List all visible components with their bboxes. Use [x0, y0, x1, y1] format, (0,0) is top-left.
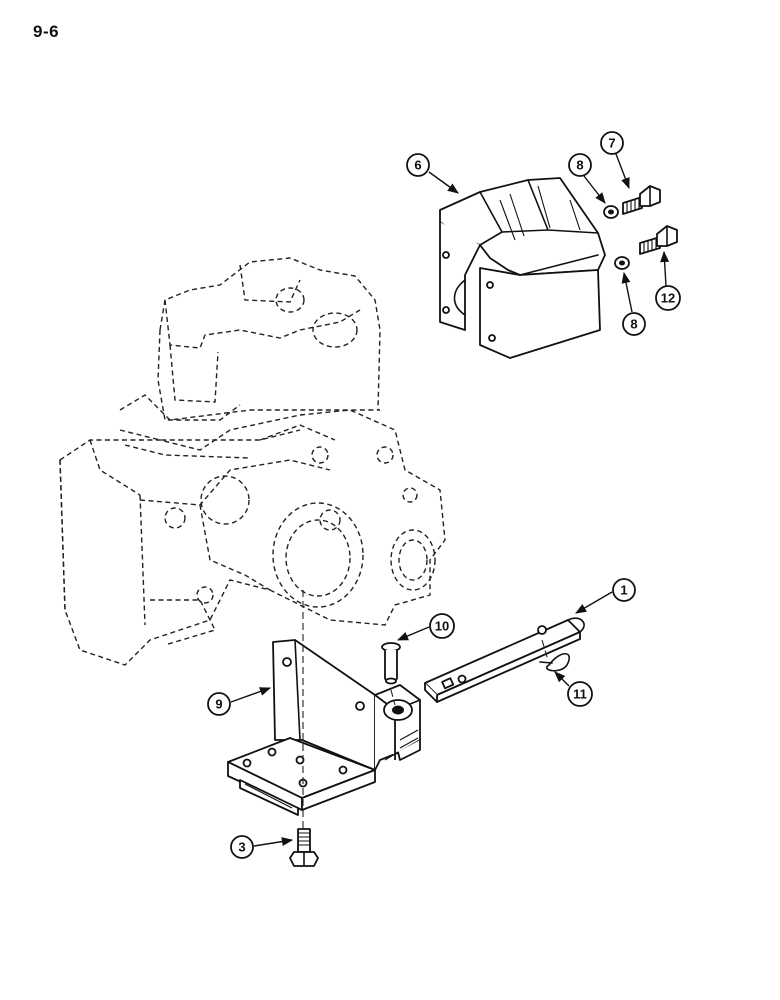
part-8-washer-lower — [614, 256, 630, 270]
callout-9-label: 9 — [215, 697, 222, 712]
part-7-bolt — [622, 185, 661, 215]
part-9-bracket — [227, 639, 421, 816]
part-8-washer-upper — [603, 205, 619, 219]
callout-9: 9 — [207, 692, 231, 716]
part-11-clip — [539, 652, 570, 672]
callout-7: 7 — [600, 131, 624, 155]
callout-8-lower: 8 — [622, 312, 646, 336]
callout-8-upper: 8 — [568, 153, 592, 177]
callout-8-lower-label: 8 — [630, 317, 637, 332]
callout-3: 3 — [230, 835, 254, 859]
callout-12-label: 12 — [661, 291, 675, 306]
callout-6-label: 6 — [414, 158, 421, 173]
callout-leaders — [230, 153, 670, 847]
callout-12: 12 — [655, 285, 681, 311]
part-6-cover — [439, 177, 606, 359]
callout-10-label: 10 — [435, 619, 449, 634]
part-3-bolt — [289, 828, 319, 867]
part-10-pin — [381, 642, 401, 685]
transmission-housing-phantom — [59, 257, 446, 666]
callout-1-label: 1 — [620, 583, 627, 598]
callout-3-label: 3 — [238, 840, 245, 855]
callout-11-label: 11 — [573, 687, 587, 702]
callout-10: 10 — [429, 613, 455, 639]
part-1-link-bar — [424, 617, 585, 703]
callout-11: 11 — [567, 681, 593, 707]
part-12-bolt — [639, 225, 678, 255]
callout-6: 6 — [406, 153, 430, 177]
callout-7-label: 7 — [608, 136, 615, 151]
assembly-centerlines — [302, 590, 549, 830]
callout-1: 1 — [612, 578, 636, 602]
page-number: 9-6 — [33, 22, 60, 41]
callout-8-upper-label: 8 — [576, 158, 583, 173]
